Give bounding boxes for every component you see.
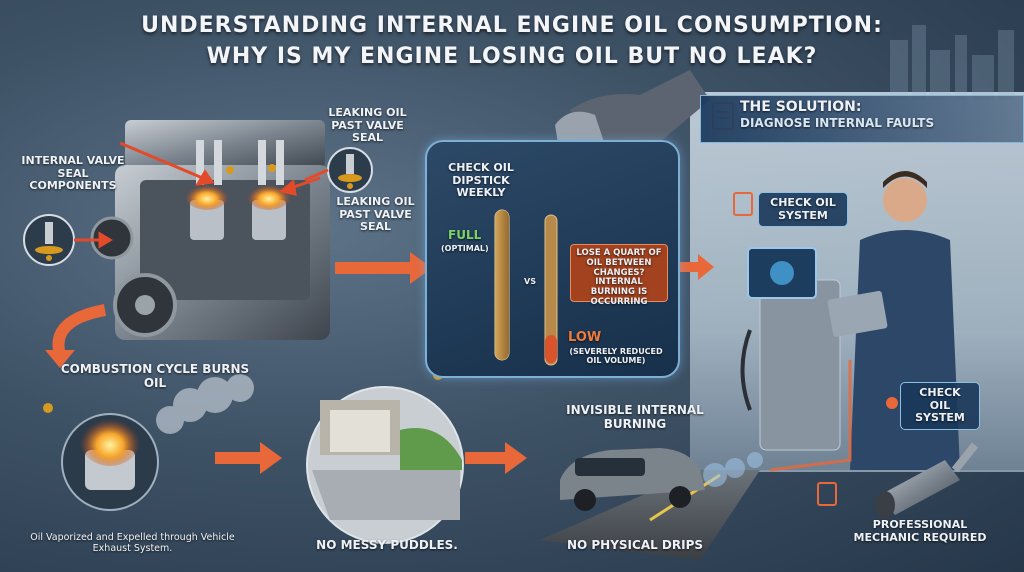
solution-panel <box>700 95 1024 143</box>
skyline <box>890 25 1014 100</box>
low-sub-label: (SEVERELY REDUCED OIL VOLUME) <box>569 347 663 366</box>
driveway-inset <box>306 386 464 544</box>
internal-burning-callout: LOSE A QUART OF OIL BETWEEN CHANGES? INT… <box>570 244 668 307</box>
flow-arrows <box>215 252 714 474</box>
check-icon <box>886 397 898 409</box>
title-line-1: UNDERSTANDING INTERNAL ENGINE OIL CONSUM… <box>141 13 883 38</box>
oil-drop-icon <box>43 403 53 413</box>
dipstick-heading: CHECK OIL DIPSTICK WEEKLY <box>448 161 514 200</box>
full-label: FULL <box>448 228 482 242</box>
valve-inset-right <box>327 147 373 193</box>
label-leaking-oil-side: LEAKING OIL PAST VALVE SEAL <box>336 195 415 234</box>
label-combustion-cycle: COMBUSTION CYCLE BURNS OIL <box>60 362 250 390</box>
chip-check-oil-system-top: CHECK OIL SYSTEM <box>758 192 848 228</box>
exhaust-smoke <box>156 374 254 434</box>
solution-heading: THE SOLUTION: <box>740 99 862 115</box>
title-line-2: WHY IS MY ENGINE LOSING OIL BUT NO LEAK? <box>206 44 818 69</box>
label-invisible-burning: INVISIBLE INTERNAL BURNING <box>566 403 704 431</box>
note-oil-vaporized: Oil Vaporized and Expelled through Vehic… <box>30 532 235 554</box>
label-professional-mechanic: PROFESSIONAL MECHANIC REQUIRED <box>853 518 987 544</box>
dipstick-gauges <box>494 209 558 366</box>
full-sub-label: (OPTIMAL) <box>441 244 489 253</box>
label-internal-valve-seal: INTERNAL VALVE SEAL COMPONENTS <box>21 154 125 193</box>
label-leaking-oil-top: LEAKING OIL PAST VALVE SEAL <box>328 106 407 145</box>
full-indicator: FULL <box>448 228 482 243</box>
diagnostic-station <box>740 247 841 451</box>
chip-check-oil-system-bottom: CHECK OIL SYSTEM <box>900 382 980 430</box>
road-scene <box>540 448 763 560</box>
burning-piston <box>61 413 159 511</box>
curved-arrow-down <box>52 304 107 357</box>
flow-connector <box>769 360 852 472</box>
low-label: LOW <box>568 330 602 345</box>
vs-label: VS <box>524 277 536 286</box>
valve-inset-left <box>23 214 75 266</box>
label-no-physical-drips: NO PHYSICAL DRIPS <box>566 538 704 552</box>
engine-block <box>90 120 330 340</box>
exhaust-pipe <box>875 442 979 519</box>
pointer-arrows <box>74 141 329 249</box>
label-no-messy-puddles: NO MESSY PUDDLES. <box>316 538 458 552</box>
solution-subheading: DIAGNOSE INTERNAL FAULTS <box>740 116 935 130</box>
